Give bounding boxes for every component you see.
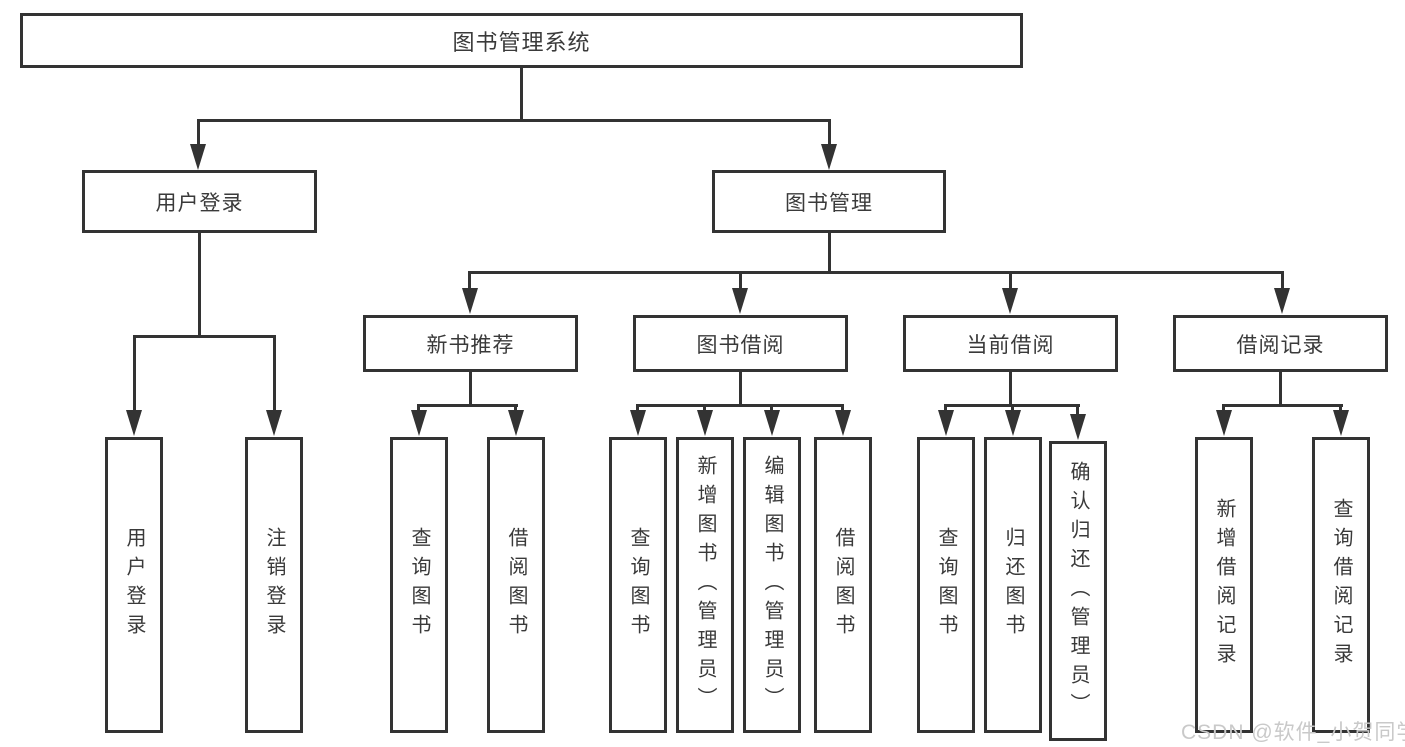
line-segment xyxy=(520,68,523,122)
leaf-label: 查询图书 xyxy=(627,527,649,643)
leaf-query-borrow-record: 查询借阅记录 xyxy=(1312,437,1370,733)
line-segment xyxy=(469,372,472,407)
arrowhead-icon xyxy=(266,410,282,436)
leaf-label: 编辑图书（管理员） xyxy=(761,454,783,716)
arrowhead-icon xyxy=(821,144,837,170)
line-segment xyxy=(1281,271,1284,293)
line-segment xyxy=(133,335,136,413)
leaf-add-borrow-record: 新增借阅记录 xyxy=(1195,437,1253,733)
leaf-edit-book-admin: 编辑图书（管理员） xyxy=(743,437,801,733)
line-segment xyxy=(468,271,471,293)
node-user-login: 用户登录 xyxy=(82,170,317,233)
leaf-label: 查询借阅记录 xyxy=(1330,498,1352,672)
line-segment xyxy=(1009,372,1012,407)
leaf-return-book: 归还图书 xyxy=(984,437,1042,733)
arrowhead-icon xyxy=(1070,414,1086,440)
line-segment xyxy=(1222,404,1343,407)
leaf-query-book-borrowing: 查询图书 xyxy=(609,437,667,733)
leaf-query-book-current: 查询图书 xyxy=(917,437,975,733)
leaf-label: 用户登录 xyxy=(123,527,145,643)
arrowhead-icon xyxy=(1005,410,1021,436)
arrowhead-icon xyxy=(835,410,851,436)
arrowhead-icon xyxy=(938,410,954,436)
line-segment xyxy=(828,233,831,274)
arrowhead-icon xyxy=(1333,410,1349,436)
leaf-borrow-book: 借阅图书 xyxy=(814,437,872,733)
line-segment xyxy=(197,119,831,122)
watermark: CSDN @软件_小贺同学 xyxy=(1181,721,1405,744)
leaf-borrow-book-recommend: 借阅图书 xyxy=(487,437,545,733)
line-segment xyxy=(739,271,742,293)
arrowhead-icon xyxy=(630,410,646,436)
line-segment xyxy=(636,404,844,407)
line-segment xyxy=(273,335,276,413)
leaf-logout: 注销登录 xyxy=(245,437,303,733)
arrowhead-icon xyxy=(732,288,748,314)
line-segment xyxy=(1009,271,1012,293)
node-current-borrowing: 当前借阅 xyxy=(903,315,1118,372)
node-new-book-recommend: 新书推荐 xyxy=(363,315,578,372)
node-book-borrowing: 图书借阅 xyxy=(633,315,848,372)
leaf-add-book-admin: 新增图书（管理员） xyxy=(676,437,734,733)
leaf-label: 归还图书 xyxy=(1002,527,1024,643)
leaf-label: 查询图书 xyxy=(935,527,957,643)
line-segment xyxy=(197,119,200,149)
line-segment xyxy=(1076,404,1079,418)
line-segment xyxy=(133,335,276,338)
line-segment xyxy=(739,372,742,407)
arrowhead-icon xyxy=(508,410,524,436)
leaf-label: 新增借阅记录 xyxy=(1213,498,1235,672)
arrowhead-icon xyxy=(1002,288,1018,314)
leaf-user-login: 用户登录 xyxy=(105,437,163,733)
leaf-confirm-return-admin: 确认归还（管理员） xyxy=(1049,441,1107,741)
leaf-label: 借阅图书 xyxy=(505,527,527,643)
line-segment xyxy=(1279,372,1282,407)
arrowhead-icon xyxy=(1274,288,1290,314)
arrowhead-icon xyxy=(411,410,427,436)
node-library-system: 图书管理系统 xyxy=(20,13,1023,68)
line-segment xyxy=(417,404,518,407)
leaf-label: 新增图书（管理员） xyxy=(694,454,716,716)
leaf-label: 确认归还（管理员） xyxy=(1067,460,1089,722)
arrowhead-icon xyxy=(1216,410,1232,436)
line-segment xyxy=(468,271,1284,274)
arrowhead-icon xyxy=(126,410,142,436)
arrowhead-icon xyxy=(764,410,780,436)
arrowhead-icon xyxy=(462,288,478,314)
leaf-label: 查询图书 xyxy=(408,527,430,643)
leaf-label: 借阅图书 xyxy=(832,527,854,643)
leaf-label: 注销登录 xyxy=(263,527,285,643)
arrowhead-icon xyxy=(697,410,713,436)
node-book-management: 图书管理 xyxy=(712,170,946,233)
line-segment xyxy=(828,119,831,149)
leaf-query-book-recommend: 查询图书 xyxy=(390,437,448,733)
line-segment xyxy=(198,233,201,338)
arrowhead-icon xyxy=(190,144,206,170)
node-borrowing-records: 借阅记录 xyxy=(1173,315,1388,372)
